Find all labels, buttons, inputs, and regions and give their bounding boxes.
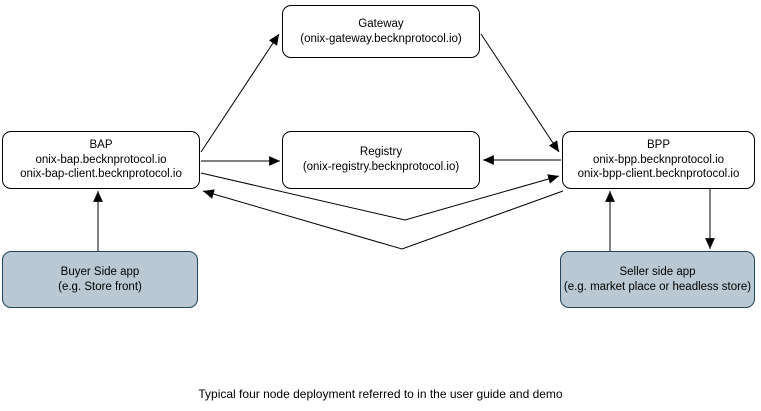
node-registry: Registry (onix-registry.becknprotocol.io…: [282, 131, 480, 189]
edge-bpp-to-bap: [202, 189, 564, 250]
node-bap: BAP onix-bap.becknprotocol.io onix-bap-c…: [2, 131, 200, 189]
edge-gateway-to-bpp: [480, 33, 560, 153]
seller-app-subtitle: (e.g. market place or headless store): [563, 280, 752, 293]
node-seller-side-app: Seller side app (e.g. market place or he…: [560, 251, 755, 308]
bpp-domain: onix-bpp.becknprotocol.io: [592, 153, 725, 166]
node-bpp: BPP onix-bpp.becknprotocol.io onix-bpp-c…: [562, 131, 755, 189]
bpp-client-domain: onix-bpp-client.becknprotocol.io: [577, 168, 740, 181]
bap-domain: onix-bap.becknprotocol.io: [35, 153, 167, 166]
registry-subtitle: (onix-registry.becknprotocol.io): [302, 161, 460, 173]
edge-bap-to-bpp: [200, 172, 560, 221]
seller-app-title: Seller side app: [619, 265, 696, 278]
gateway-subtitle: (onix-gateway.becknprotocol.io): [300, 32, 462, 45]
gateway-title: Gateway: [358, 17, 404, 30]
node-gateway: Gateway (onix-gateway.becknprotocol.io): [282, 5, 480, 58]
diagram-caption: Typical four node deployment referred to…: [198, 387, 563, 401]
registry-title: Registry: [359, 146, 403, 159]
bap-title: BAP: [89, 138, 113, 151]
bpp-title: BPP: [646, 138, 670, 151]
bap-client-domain: onix-bap-client.becknprotocol.io: [20, 168, 182, 181]
node-buyer-side-app: Buyer Side app (e.g. Store front): [2, 251, 198, 308]
buyer-app-title: Buyer Side app: [60, 265, 140, 278]
buyer-app-subtitle: (e.g. Store front): [58, 280, 142, 293]
edge-bap-to-gateway: [200, 33, 280, 153]
